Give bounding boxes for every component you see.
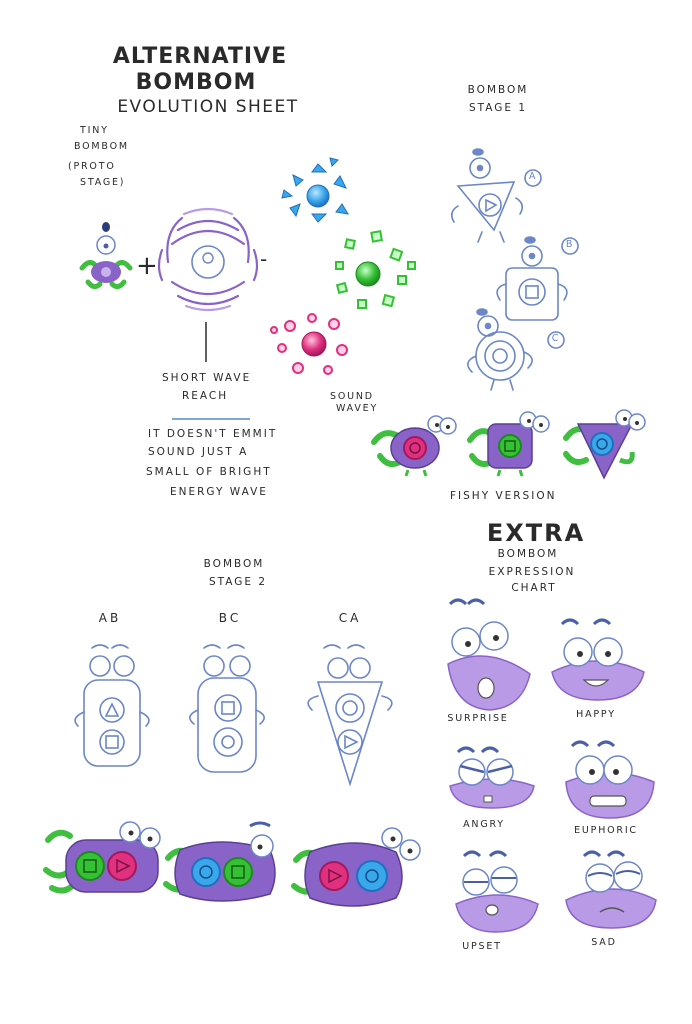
tiny-label-2: Bombom (74, 141, 129, 152)
stage1-letter-b: B (565, 239, 575, 250)
plus-sign: + (136, 251, 160, 281)
stage1-title-1: Bombom (467, 84, 529, 96)
fishy-green (467, 411, 550, 477)
minus-sign: - (260, 247, 269, 271)
green-square-element (335, 230, 416, 309)
stage1-letter-a: A (528, 171, 538, 182)
expression-label-surprise: Surprise (447, 713, 509, 724)
face-angry (449, 746, 535, 809)
expression-label-sad: Sad (591, 937, 617, 948)
sound-wavey-1: Sound (330, 391, 374, 402)
wave-bombom-figure (157, 207, 259, 312)
fishy-label: Fishy version (450, 490, 557, 502)
fishy-blue (563, 409, 646, 480)
expression-title-2: expression (488, 566, 576, 578)
stage2-colored-bc (163, 821, 276, 902)
title-line-2: Bombom (135, 70, 257, 95)
stage1-sketches (450, 148, 579, 391)
stage2-combo-ab: AB (98, 611, 122, 625)
stage2-title-2: stage 2 (208, 576, 268, 588)
pink-circle-element (270, 313, 348, 375)
expression-label-happy: Happy (576, 709, 616, 720)
face-upset (455, 850, 539, 933)
note-line-4: energy wave (170, 486, 268, 498)
title-line-3: Evolution Sheet (117, 97, 299, 117)
short-wave-label-1: Short wave (162, 372, 252, 384)
stage2-combo-bc: BC (218, 611, 242, 625)
note-line-1: It doesn't emmit (148, 428, 278, 440)
tiny-bombom-figure (79, 222, 133, 290)
extra-title: Extra (486, 519, 586, 547)
face-happy (551, 618, 645, 701)
tiny-label-3: (Proto (68, 161, 116, 172)
expression-label-euphoric: Euphoric (574, 825, 638, 836)
stage2-colored-ca (291, 827, 421, 907)
face-surprise (447, 598, 531, 711)
face-euphoric (565, 740, 655, 819)
expression-title-1: Bombom (497, 548, 559, 560)
tiny-label-4: stage) (80, 177, 126, 188)
short-wave-label-2: reach (182, 390, 229, 402)
tiny-label-1: Tiny (80, 125, 109, 136)
expression-title-3: chart (511, 582, 557, 594)
expression-label-upset: Upset (462, 941, 502, 952)
expression-label-angry: Angry (463, 819, 505, 830)
stage2-colored-ab (43, 821, 161, 894)
sound-wavey-2: wavey (336, 403, 379, 414)
note-line-3: small of bright (146, 466, 272, 478)
stage1-letter-c: C (551, 333, 561, 344)
fishy-pink (371, 415, 457, 477)
face-sad (565, 850, 657, 929)
stage2-combo-ca: CA (338, 611, 362, 625)
stage2-sketches (74, 644, 393, 787)
blue-triangle-element (281, 157, 349, 223)
note-line-2: sound just a (148, 446, 249, 458)
expression-faces (447, 598, 657, 933)
stage2-title-1: Bombom (203, 558, 265, 570)
title-line-1: Alternative (112, 44, 288, 69)
stage1-title-2: stage 1 (468, 102, 528, 114)
